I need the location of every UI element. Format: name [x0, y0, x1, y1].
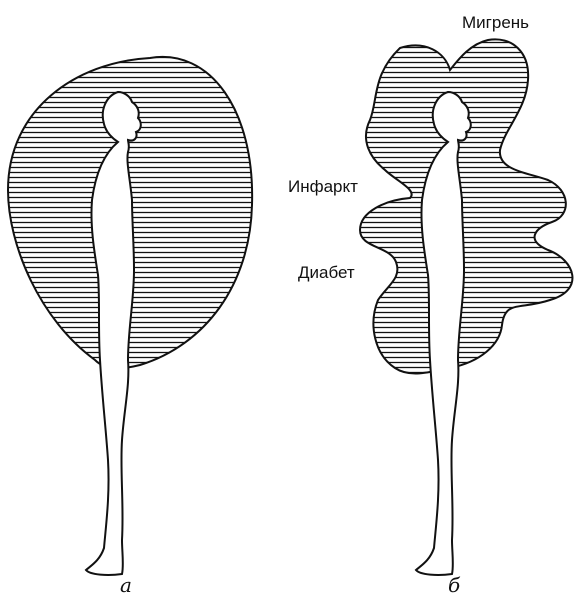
panel-a: а — [8, 57, 252, 597]
panel-b: Мигрень Инфаркт Диабет б — [288, 13, 572, 597]
panel-a-label: а — [120, 573, 132, 597]
infarct-label: Инфаркт — [288, 177, 358, 196]
panel-b-label: б — [448, 573, 461, 597]
migraine-label: Мигрень — [462, 13, 529, 32]
aura-disrupted — [360, 39, 572, 373]
diabetes-label: Диабет — [298, 263, 355, 282]
